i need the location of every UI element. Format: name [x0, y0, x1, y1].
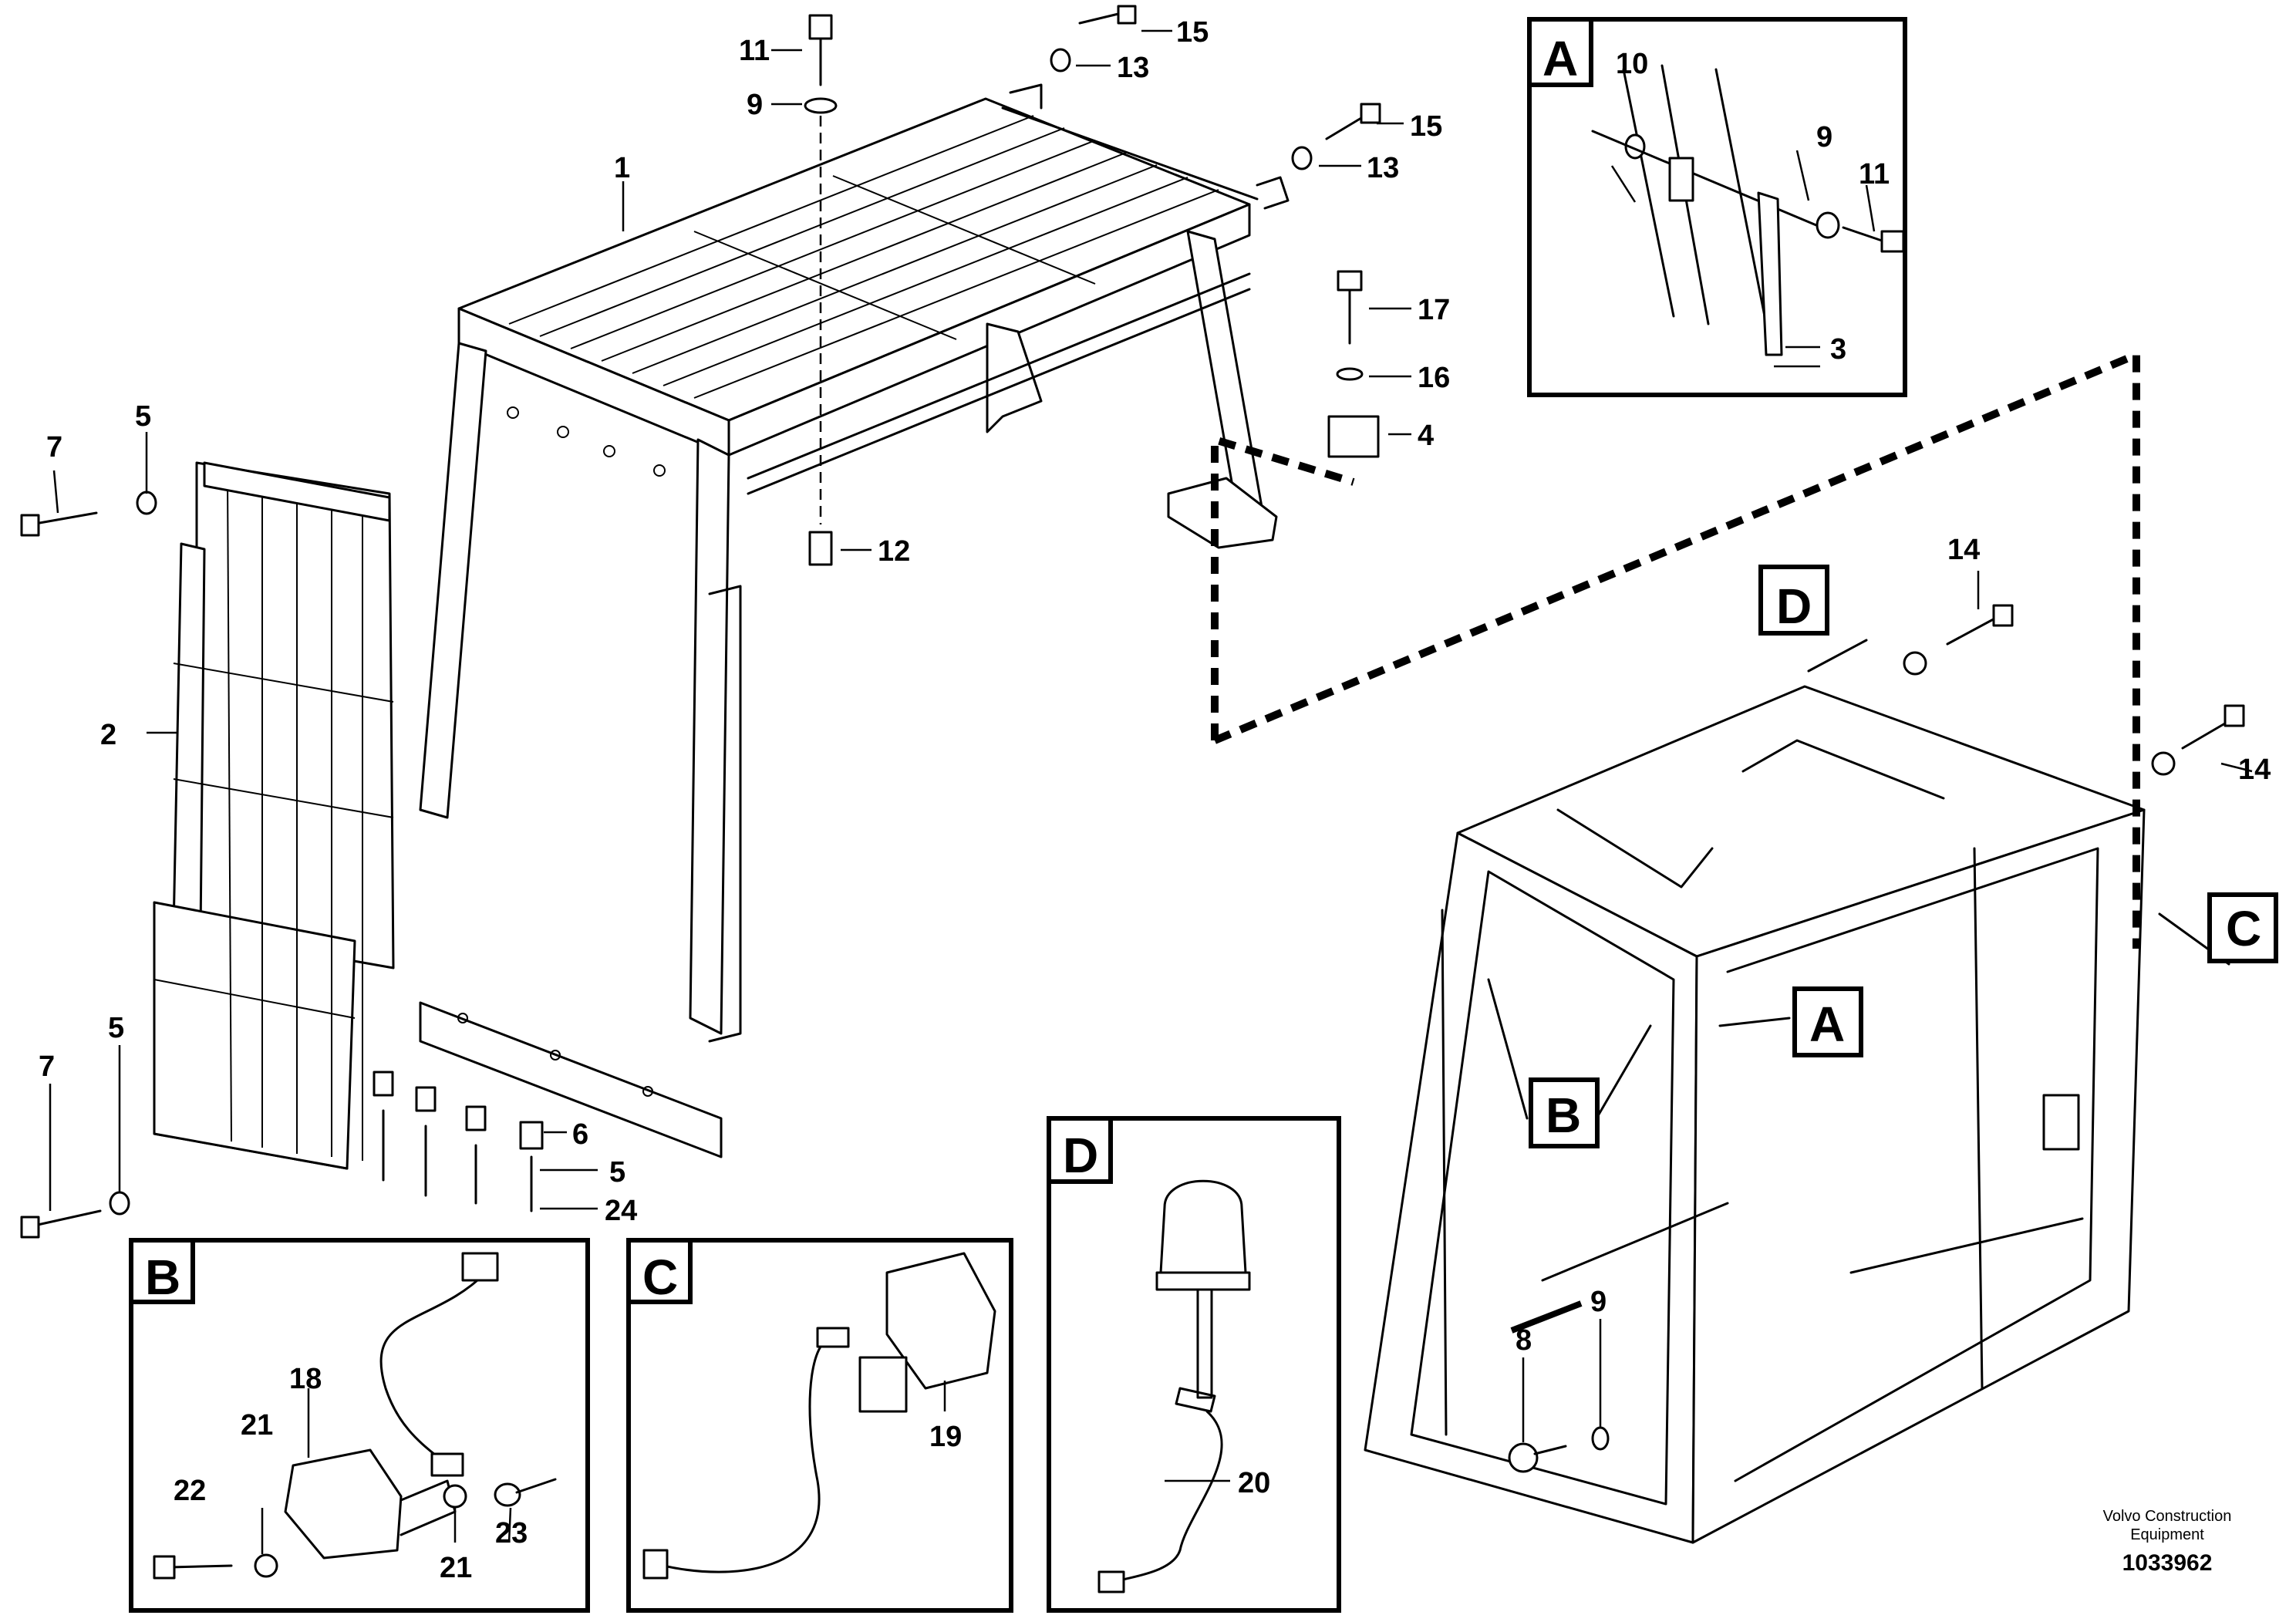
callout-14a: 14 — [1947, 534, 1980, 566]
detail-box-b — [129, 1238, 590, 1613]
callout-18: 18 — [289, 1363, 322, 1395]
callout-20: 20 — [1238, 1467, 1270, 1499]
ref-label-a: A — [1809, 996, 1845, 1052]
callout-9c: 9 — [1816, 121, 1832, 153]
callout-3: 3 — [1830, 333, 1846, 366]
callout-9b: 9 — [1590, 1286, 1607, 1318]
detail-box-c — [626, 1238, 1013, 1613]
callout-21b: 21 — [440, 1552, 472, 1584]
detail-label-c: C — [642, 1249, 678, 1305]
callout-4: 4 — [1418, 420, 1434, 452]
callout-10: 10 — [1616, 48, 1648, 80]
ref-box-a — [1792, 986, 1863, 1057]
callout-24: 24 — [605, 1195, 637, 1227]
callout-19: 19 — [929, 1421, 962, 1453]
callout-21a: 21 — [241, 1409, 273, 1442]
detail-box-d — [1047, 1116, 1341, 1613]
callout-17: 17 — [1418, 294, 1450, 326]
callout-11a: 11 — [739, 35, 770, 67]
callout-14b: 14 — [2238, 754, 2271, 786]
callout-labels: 11 9 15 13 15 13 1 17 16 4 12 5 7 2 5 7 … — [39, 16, 2271, 1584]
footer-block: Volvo Construction Equipment 1033962 — [2103, 1508, 2232, 1576]
ref-box-d — [1758, 565, 1829, 636]
footer-brand-line1: Volvo Construction — [2103, 1508, 2232, 1525]
callout-5b: 5 — [108, 1012, 124, 1044]
callout-13b: 13 — [1367, 152, 1399, 184]
callout-22: 22 — [174, 1475, 206, 1507]
callout-15a: 15 — [1176, 16, 1209, 49]
leader-lines — [49, 29, 2253, 1482]
hardware-parts — [20, 5, 2245, 1473]
ref-label-b: B — [1546, 1088, 1581, 1143]
detail-letters: A B C D D C A B — [145, 31, 2261, 1305]
reference-arrows — [1487, 639, 2230, 1120]
callout-23: 23 — [495, 1517, 528, 1549]
cab-structure — [1364, 685, 2146, 1544]
footer-brand-line2: Equipment — [2130, 1526, 2204, 1543]
callout-5c: 5 — [609, 1156, 625, 1189]
callout-6: 6 — [572, 1118, 588, 1151]
callout-5a: 5 — [135, 400, 151, 433]
detail-label-b: B — [145, 1249, 180, 1305]
detail-label-d: D — [1063, 1128, 1098, 1183]
callout-16: 16 — [1418, 362, 1450, 394]
footer-drawing-number: 1033962 — [2122, 1550, 2213, 1576]
front-guard-grille — [153, 461, 395, 1170]
callout-11b: 11 — [1859, 158, 1890, 191]
detail-box-a — [1527, 17, 1907, 397]
ref-label-c: C — [2226, 901, 2261, 956]
ref-box-c — [2207, 892, 2278, 963]
callout-7a: 7 — [46, 431, 62, 464]
callout-7b: 7 — [39, 1050, 55, 1083]
ref-box-b — [1529, 1077, 1600, 1148]
detail-label-a: A — [1542, 31, 1578, 86]
top-guard-frame — [419, 83, 1290, 1158]
callout-12: 12 — [878, 535, 910, 568]
ref-label-d: D — [1776, 578, 1812, 634]
callout-13a: 13 — [1117, 52, 1149, 84]
callout-8: 8 — [1515, 1324, 1532, 1357]
callout-9a: 9 — [747, 89, 763, 121]
dashed-connector — [1211, 349, 2140, 949]
callout-2: 2 — [100, 719, 116, 751]
callout-1: 1 — [614, 152, 630, 184]
callout-15b: 15 — [1410, 110, 1442, 143]
